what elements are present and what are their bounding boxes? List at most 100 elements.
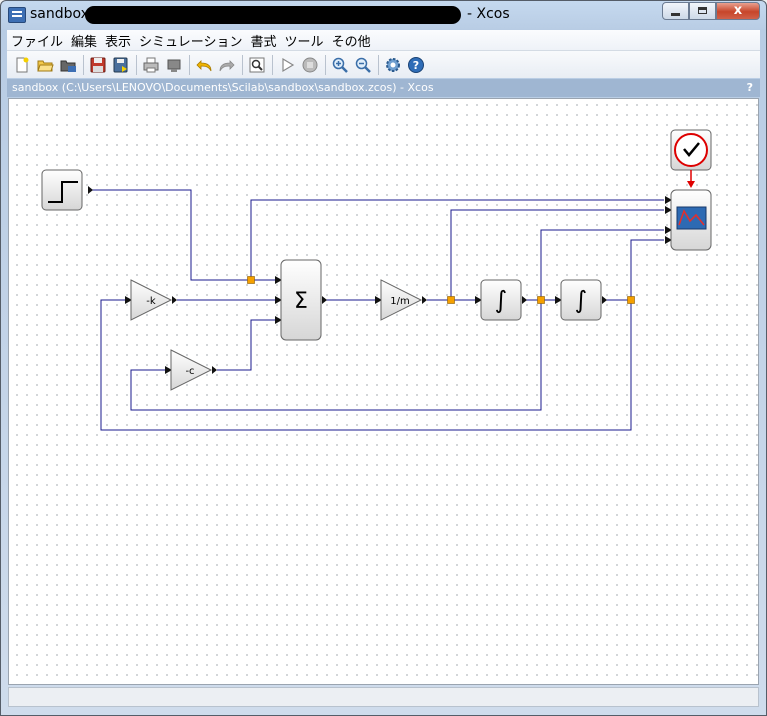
split-point[interactable] bbox=[247, 276, 255, 284]
menu-format[interactable]: 書式 bbox=[250, 34, 277, 50]
open-button[interactable] bbox=[34, 54, 56, 76]
pathbar-help-icon[interactable]: ? bbox=[746, 81, 753, 94]
svg-text:?: ? bbox=[413, 59, 419, 72]
arrowhead bbox=[275, 276, 282, 284]
integrator-2-block[interactable]: ∫ bbox=[560, 279, 602, 321]
output-port bbox=[88, 186, 93, 194]
print-button[interactable] bbox=[140, 54, 162, 76]
new-diagram-button[interactable] bbox=[11, 54, 33, 76]
split-point[interactable] bbox=[627, 296, 635, 304]
integrator-1-block[interactable]: ∫ bbox=[480, 279, 522, 321]
menu-other[interactable]: その他 bbox=[331, 34, 371, 50]
arrowhead bbox=[665, 206, 672, 214]
zoom-in-icon bbox=[332, 57, 348, 73]
arrowhead bbox=[665, 226, 672, 234]
split-point[interactable] bbox=[537, 296, 545, 304]
clock-block[interactable] bbox=[670, 129, 712, 171]
step-block[interactable] bbox=[41, 169, 83, 211]
zoom-out-button[interactable] bbox=[352, 54, 374, 76]
window-title: sandbox bbox=[30, 6, 89, 22]
redo-button[interactable] bbox=[216, 54, 238, 76]
menu-simulation[interactable]: シミュレーション bbox=[139, 34, 243, 50]
close-button[interactable]: x bbox=[716, 2, 760, 20]
arrowhead bbox=[165, 366, 172, 374]
arrowhead bbox=[555, 296, 562, 304]
redo-icon bbox=[219, 59, 235, 71]
window-title-app: - Xcos bbox=[467, 6, 510, 22]
arrowhead bbox=[375, 296, 382, 304]
diagram-svg: -k -c Σ 1/m ∫ bbox=[41, 129, 712, 431]
menu-file[interactable]: ファイル bbox=[11, 34, 64, 50]
clock-icon bbox=[674, 133, 708, 167]
signal-links bbox=[89, 189, 664, 431]
setup-button[interactable] bbox=[382, 54, 404, 76]
gain-c-label: -c bbox=[185, 366, 194, 377]
minimize-button[interactable] bbox=[662, 2, 689, 20]
save-button[interactable] bbox=[87, 54, 109, 76]
toolbar-separator bbox=[325, 54, 326, 75]
setup-icon bbox=[386, 57, 400, 72]
integral-symbol: ∫ bbox=[495, 286, 508, 314]
menu-tools[interactable]: ツール bbox=[284, 34, 324, 50]
gain-k-block[interactable]: -k bbox=[130, 279, 173, 321]
toolbar-separator bbox=[242, 54, 243, 75]
link-split2-to-scope[interactable] bbox=[450, 209, 664, 300]
output-port bbox=[602, 296, 607, 304]
link-split3-to-gainc[interactable] bbox=[130, 300, 542, 411]
sum-symbol: Σ bbox=[294, 289, 308, 314]
title-bar: sandbox - Xcos x bbox=[1, 1, 766, 29]
print-icon bbox=[143, 57, 159, 72]
link-step-to-split[interactable] bbox=[89, 189, 251, 281]
toolbar-separator bbox=[378, 54, 379, 75]
zoom-in-button[interactable] bbox=[329, 54, 351, 76]
window-controls: x bbox=[662, 2, 760, 20]
link-split4-to-gaink[interactable] bbox=[100, 299, 632, 431]
undo-icon bbox=[196, 59, 212, 71]
arrowhead bbox=[275, 296, 282, 304]
save-as-button[interactable] bbox=[110, 54, 132, 76]
status-bar bbox=[8, 687, 759, 707]
link-split4-to-scope[interactable] bbox=[630, 239, 664, 300]
event-arrowhead bbox=[687, 181, 695, 188]
sum-block[interactable]: Σ bbox=[280, 259, 322, 341]
start-button[interactable] bbox=[276, 54, 298, 76]
stop-button[interactable] bbox=[299, 54, 321, 76]
clock-hand bbox=[683, 142, 700, 157]
diagram-path-text: sandbox (C:\Users\LENOVO\Documents\Scila… bbox=[12, 81, 434, 94]
scope-curve bbox=[678, 209, 705, 226]
menu-view[interactable]: 表示 bbox=[105, 34, 132, 50]
open-in-scilab-button[interactable] bbox=[57, 54, 79, 76]
toolbar-separator bbox=[189, 54, 190, 75]
diagram-canvas[interactable]: -k -c Σ 1/m ∫ bbox=[8, 98, 759, 685]
output-port bbox=[422, 296, 427, 304]
arrowhead bbox=[665, 236, 672, 244]
toolbar-separator bbox=[136, 54, 137, 75]
gain-m-block[interactable]: 1/m bbox=[380, 279, 423, 321]
scope-block[interactable] bbox=[670, 189, 712, 251]
integral-symbol: ∫ bbox=[575, 286, 588, 314]
stop-icon bbox=[302, 57, 318, 72]
output-port bbox=[212, 366, 217, 374]
undo-button[interactable] bbox=[193, 54, 215, 76]
event-link[interactable] bbox=[687, 170, 695, 188]
menu-edit[interactable]: 編集 bbox=[71, 34, 98, 50]
export-button[interactable] bbox=[163, 54, 185, 76]
link-split3-to-scope[interactable] bbox=[540, 229, 664, 300]
output-port bbox=[172, 296, 177, 304]
xcos-app-icon bbox=[8, 7, 26, 23]
split-point[interactable] bbox=[447, 296, 455, 304]
help-button[interactable]: ? bbox=[405, 54, 427, 76]
save-icon bbox=[90, 57, 106, 72]
gain-c-block[interactable]: -c bbox=[170, 349, 213, 391]
open-icon bbox=[37, 60, 54, 71]
help-icon: ? bbox=[408, 56, 424, 73]
start-icon bbox=[282, 57, 295, 72]
link-split-to-scope[interactable] bbox=[250, 199, 664, 280]
gain-m-label: 1/m bbox=[390, 296, 409, 307]
maximize-button[interactable] bbox=[689, 2, 716, 20]
diagram-path-bar: sandbox (C:\Users\LENOVO\Documents\Scila… bbox=[7, 79, 760, 97]
link-gainc-to-sum[interactable] bbox=[217, 319, 276, 371]
fit-diagram-icon bbox=[249, 57, 265, 72]
fit-diagram-button[interactable] bbox=[246, 54, 268, 76]
